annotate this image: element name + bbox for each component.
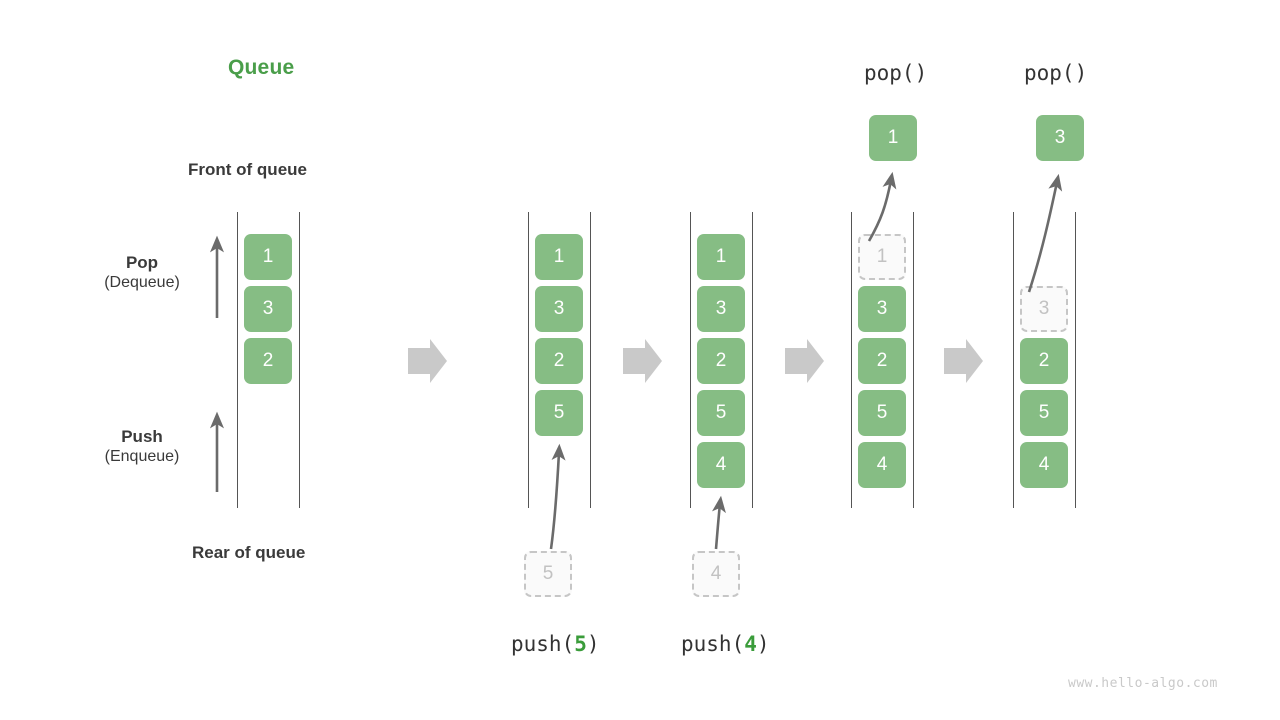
queue-cell: 1 [535, 234, 583, 280]
queue-cell: 4 [697, 442, 745, 488]
queue-cell: 1 [244, 234, 292, 280]
pop-operation-label: Pop (Dequeue) [72, 252, 212, 294]
push-label-sub: (Enqueue) [104, 448, 180, 466]
diagram-title: Queue [228, 56, 295, 79]
queue-cell: 3 [858, 286, 906, 332]
transition-arrow [785, 339, 824, 383]
push-4-arrow [712, 495, 726, 550]
incoming-element: 5 [524, 551, 572, 597]
queue-cell: 3 [244, 286, 292, 332]
stage-4-operation-caption: pop() [1024, 61, 1088, 85]
popped-element: 3 [1036, 115, 1084, 161]
queue-cell: 2 [535, 338, 583, 384]
pop-3-arrow [1027, 173, 1063, 293]
watermark: www.hello-algo.com [1068, 676, 1218, 691]
incoming-element: 4 [692, 551, 740, 597]
stage-0-rail-right [299, 212, 300, 508]
rear-of-queue-label: Rear of queue [192, 543, 306, 562]
queue-cell: 3 [697, 286, 745, 332]
queue-cell: 5 [858, 390, 906, 436]
stage-1-rail-left [528, 212, 529, 508]
stage-2-rail-left [690, 212, 691, 508]
stage-1-rail-right [590, 212, 591, 508]
push-caption-suffix: ) [756, 632, 770, 656]
queue-cell: 2 [1020, 338, 1068, 384]
push-caption-prefix: push( [511, 632, 575, 656]
pop-label-main: Pop [125, 253, 159, 272]
front-of-queue-label: Front of queue [188, 160, 307, 179]
queue-cell: 4 [858, 442, 906, 488]
queue-cell: 2 [697, 338, 745, 384]
transition-arrow [623, 339, 662, 383]
queue-cell: 3 [535, 286, 583, 332]
transition-arrow [408, 339, 447, 383]
queue-cell-removed: 3 [1020, 286, 1068, 332]
push-caption-suffix: ) [586, 632, 600, 656]
pop-label-sub: (Dequeue) [104, 274, 180, 292]
stage-4-rail-right [1075, 212, 1076, 508]
queue-cell: 5 [697, 390, 745, 436]
queue-cell: 5 [535, 390, 583, 436]
push-operation-label: Push (Enqueue) [72, 426, 212, 468]
push-5-arrow [549, 443, 566, 550]
push-caption-prefix: push( [681, 632, 745, 656]
push-label-main: Push [121, 427, 163, 446]
transition-arrow [944, 339, 983, 383]
stage-2-operation-caption: push(4) [681, 632, 770, 656]
queue-cell: 1 [697, 234, 745, 280]
stage-3-rail-right [913, 212, 914, 508]
stage-3-rail-left [851, 212, 852, 508]
stage-3-operation-caption: pop() [864, 61, 928, 85]
stage-0-rail-left [237, 212, 238, 508]
push-caption-arg: 5 [574, 632, 587, 656]
stage-4-rail-left [1013, 212, 1014, 508]
stage-1-operation-caption: push(5) [511, 632, 600, 656]
queue-cell: 4 [1020, 442, 1068, 488]
stage-2-rail-right [752, 212, 753, 508]
push-caption-arg: 4 [744, 632, 757, 656]
pop-1-arrow [867, 171, 897, 242]
queue-cell: 5 [1020, 390, 1068, 436]
queue-cell: 2 [244, 338, 292, 384]
queue-cell: 2 [858, 338, 906, 384]
queue-cell-removed: 1 [858, 234, 906, 280]
popped-element: 1 [869, 115, 917, 161]
